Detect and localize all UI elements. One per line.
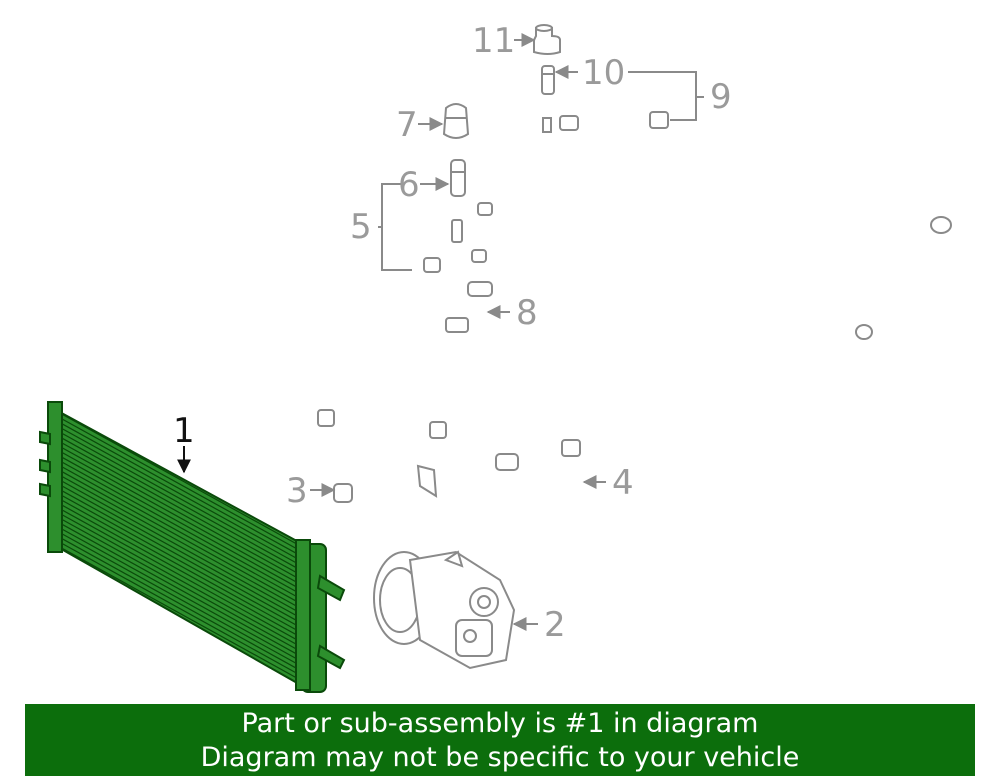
part-7-cap[interactable] [442, 103, 470, 139]
callout-3: 3 [286, 471, 308, 511]
part-9-hose[interactable] [477, 98, 952, 234]
condenser-fin [57, 511, 305, 650]
callout-10: 10 [582, 53, 625, 93]
callout-2: 2 [544, 605, 566, 645]
condenser-fin [57, 430, 305, 568]
part-2-compressor[interactable] [373, 550, 516, 670]
condenser-fin [57, 526, 305, 664]
condenser-fin [57, 464, 305, 602]
callout-7: 7 [396, 105, 418, 145]
condenser-fin [57, 473, 305, 611]
part-4-hose[interactable] [416, 421, 581, 544]
condenser-fin [57, 449, 305, 587]
condenser-fin [57, 507, 305, 645]
callout-8: 8 [516, 293, 538, 333]
callout-1: 1 [173, 411, 195, 451]
part-5-hose[interactable] [317, 219, 873, 427]
callout-5: 5 [350, 207, 372, 247]
condenser-fin [57, 459, 305, 597]
condenser-fin [57, 411, 305, 549]
callout-9: 9 [710, 77, 732, 117]
condenser-fin [57, 468, 305, 606]
condenser-fin [57, 516, 305, 654]
condenser-fin [57, 488, 305, 626]
part-3-bolt[interactable] [333, 483, 438, 542]
banner-line-1: Part or sub-assembly is #1 in diagram [241, 708, 759, 739]
condenser-fin [57, 435, 305, 573]
condenser-fin [57, 497, 305, 635]
condenser-fin [57, 531, 305, 669]
leader-lines [177, 33, 704, 631]
callout-4: 4 [612, 463, 634, 503]
condenser-fin [57, 421, 305, 559]
condenser-fin [57, 454, 305, 592]
callout-11: 11 [472, 21, 515, 61]
condenser-fin [57, 521, 305, 659]
banner-line-2: Diagram may not be specific to your vehi… [200, 742, 800, 773]
condenser-fin [57, 483, 305, 621]
condenser-fin [57, 502, 305, 640]
condenser-fin [57, 478, 305, 616]
condenser-fin [57, 492, 305, 630]
condenser-fin [57, 440, 305, 578]
condenser-fin [57, 540, 305, 678]
condenser-fin [57, 545, 305, 683]
part-8-hose[interactable] [434, 281, 524, 471]
info-banner: Part or sub-assembly is #1 in diagram Di… [25, 704, 975, 776]
part-6-valve[interactable] [450, 159, 466, 197]
part-10-valve[interactable] [541, 65, 555, 95]
condenser-fin [57, 416, 305, 554]
part-1-condenser[interactable] [39, 401, 346, 693]
condenser-fin [57, 535, 305, 673]
condenser-fin [57, 425, 305, 563]
condenser-fin [57, 444, 305, 583]
part-11-cap[interactable] [533, 24, 561, 55]
callout-6: 6 [398, 165, 420, 205]
